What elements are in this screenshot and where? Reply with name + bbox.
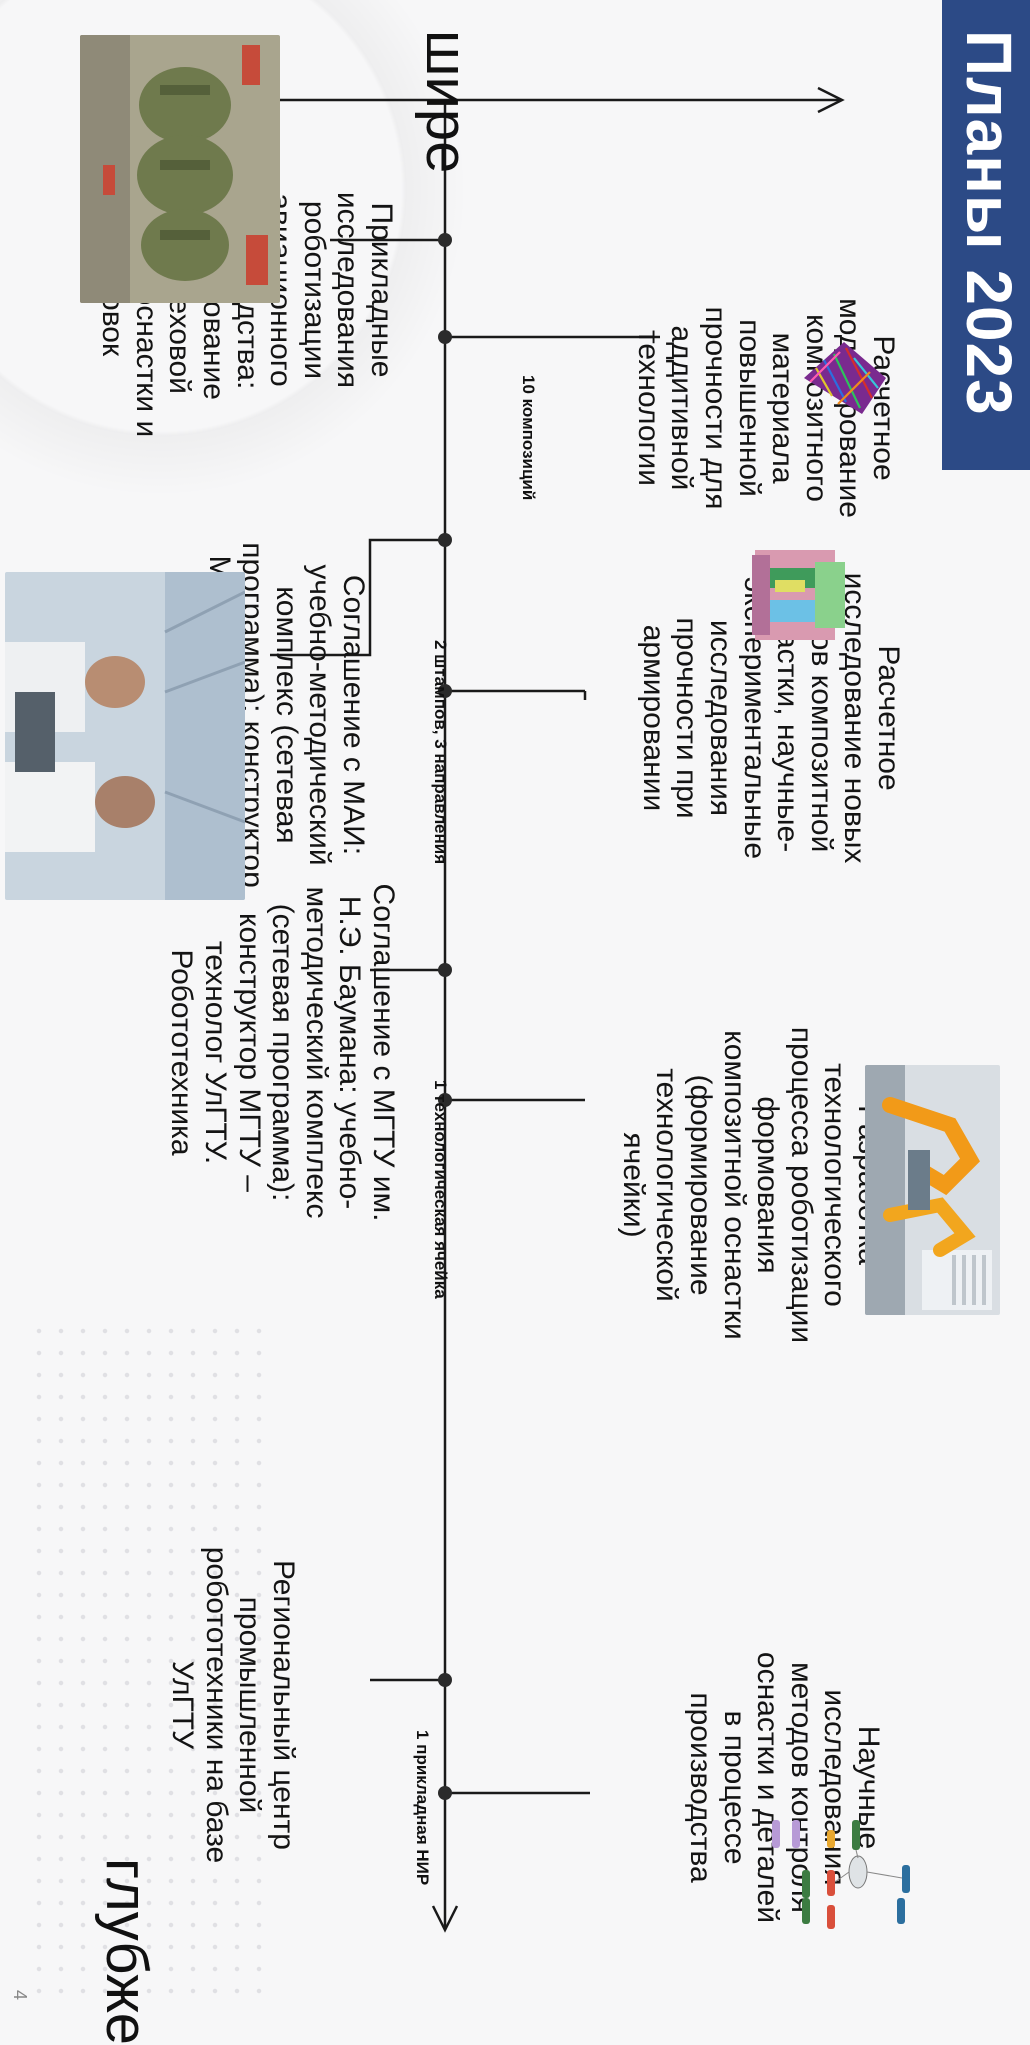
process-flowchart-image [760, 1810, 930, 1935]
aircraft-assembly-photo [80, 35, 280, 303]
node-control [438, 1786, 452, 1800]
regional-center-text: Региональный центр промышленной робототе… [166, 1546, 300, 1864]
stamp-tooling-image [735, 540, 855, 650]
axis-label-wider: шире [414, 30, 479, 174]
node-composite [438, 330, 452, 344]
node-mgtu [438, 963, 452, 977]
node-tooling [438, 684, 452, 698]
composite-structure-image [800, 338, 890, 418]
mgtu-agreement-text: Соглашение с МГТУ им. Н.Э. Баумана: учеб… [165, 883, 400, 1222]
node-robot [438, 1093, 452, 1107]
node-mai [438, 533, 452, 547]
robot-process-note: 1 технологическая ячейка [431, 1080, 450, 1299]
node-regional [438, 1673, 452, 1687]
connector-mai [270, 538, 445, 657]
composite-modeling-note: 10 композиций [519, 375, 538, 501]
robot-cell-image [865, 1065, 1000, 1315]
engineers-photo [5, 572, 245, 900]
control-methods-note: 1 прикладная НИР [413, 1730, 432, 1886]
robot-process-text: Разработка технологического процесса роб… [616, 1026, 885, 1344]
tooling-research-note: 2 штампов, 3 направления [431, 640, 450, 865]
page-number: 4 [10, 1990, 30, 2001]
horizontal-axis-arrow [431, 1905, 459, 1933]
vertical-axis-arrow-top [817, 86, 845, 114]
node-applied [438, 233, 452, 247]
